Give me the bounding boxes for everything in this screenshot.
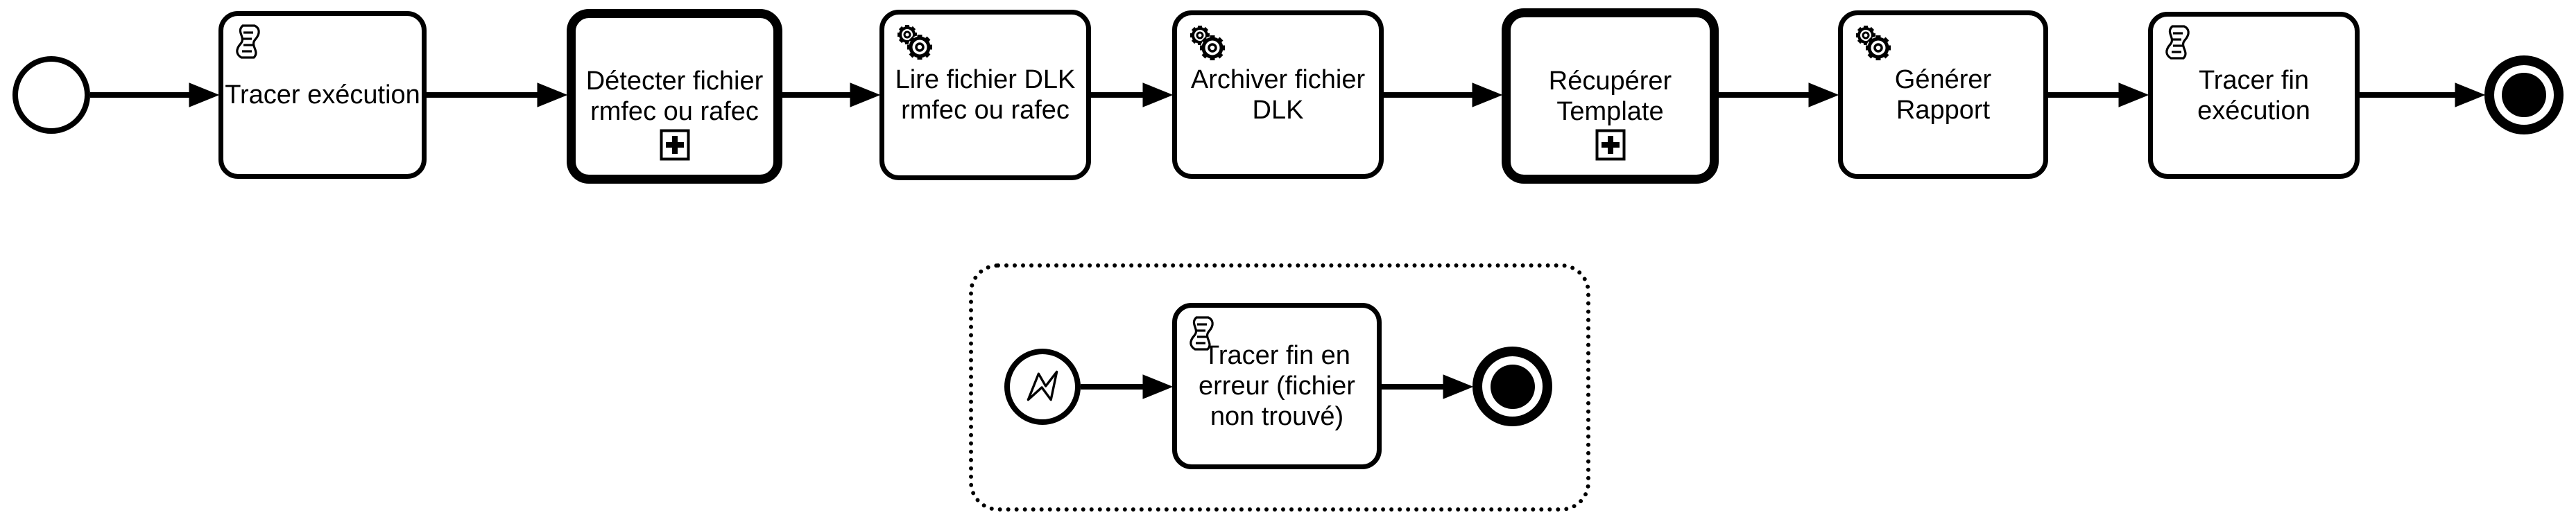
- task-label: Archiver fichier DLK: [1190, 64, 1366, 125]
- gear-icon: [1856, 26, 1891, 60]
- sequence-flow-8[interactable]: [2360, 82, 2486, 107]
- error-start-event[interactable]: [1004, 349, 1081, 425]
- sequence-flow-error-1[interactable]: [1081, 374, 1174, 399]
- task-tracer-fin-erreur[interactable]: Tracer fin en erreur (fichier non trouvé…: [1172, 303, 1382, 469]
- sequence-flow-6[interactable]: [1719, 82, 1839, 107]
- task-recuperer-template[interactable]: Récupérer Template: [1502, 8, 1719, 184]
- plus-subprocess-marker: [660, 129, 689, 161]
- task-lire-fichier-dlk[interactable]: Lire fichier DLK rmfec ou rafec: [879, 10, 1091, 180]
- sequence-flow-2[interactable]: [427, 82, 568, 107]
- task-archiver-fichier-dlk[interactable]: Archiver fichier DLK: [1172, 10, 1384, 179]
- task-generer-rapport[interactable]: Générer Rapport: [1838, 10, 2048, 179]
- task-tracer-fin-execution[interactable]: Tracer fin exécution: [2148, 12, 2360, 179]
- error-lightning-icon: [1027, 370, 1058, 401]
- plus-subprocess-marker: [1595, 129, 1625, 161]
- terminate-marker: [2502, 73, 2546, 117]
- terminate-end-event[interactable]: [2484, 55, 2564, 134]
- task-label: Générer Rapport: [1894, 64, 1992, 125]
- sequence-flow-4[interactable]: [1091, 82, 1174, 107]
- sequence-flow-error-2[interactable]: [1382, 374, 1474, 399]
- task-label: Tracer fin exécution: [2197, 65, 2310, 125]
- script-icon: [236, 24, 260, 59]
- task-label: Récupérer Template: [1548, 66, 1672, 126]
- sequence-flow-5[interactable]: [1384, 82, 1503, 107]
- terminate-end-event-erreur[interactable]: [1472, 347, 1552, 426]
- sequence-flow-7[interactable]: [2048, 82, 2149, 107]
- sequence-flow-1[interactable]: [90, 82, 220, 107]
- script-icon: [1190, 316, 1214, 351]
- task-label: Tracer fin en erreur (fichier non trouvé…: [1199, 341, 1355, 431]
- event-subprocess[interactable]: [969, 263, 1590, 512]
- script-icon: [2165, 25, 2190, 60]
- terminate-marker: [1490, 364, 1535, 409]
- task-label: Tracer exécution: [225, 80, 420, 110]
- gear-icon: [1190, 26, 1225, 60]
- task-detecter-fichier[interactable]: Détecter fichier rmfec ou rafec: [567, 9, 782, 184]
- task-label: Lire fichier DLK rmfec ou rafec: [895, 65, 1076, 125]
- task-tracer-execution[interactable]: Tracer exécution: [218, 11, 427, 179]
- sequence-flow-3[interactable]: [782, 82, 881, 107]
- gear-icon: [898, 25, 932, 60]
- task-label: Détecter fichier rmfec ou rafec: [585, 67, 764, 126]
- start-event[interactable]: [12, 56, 90, 134]
